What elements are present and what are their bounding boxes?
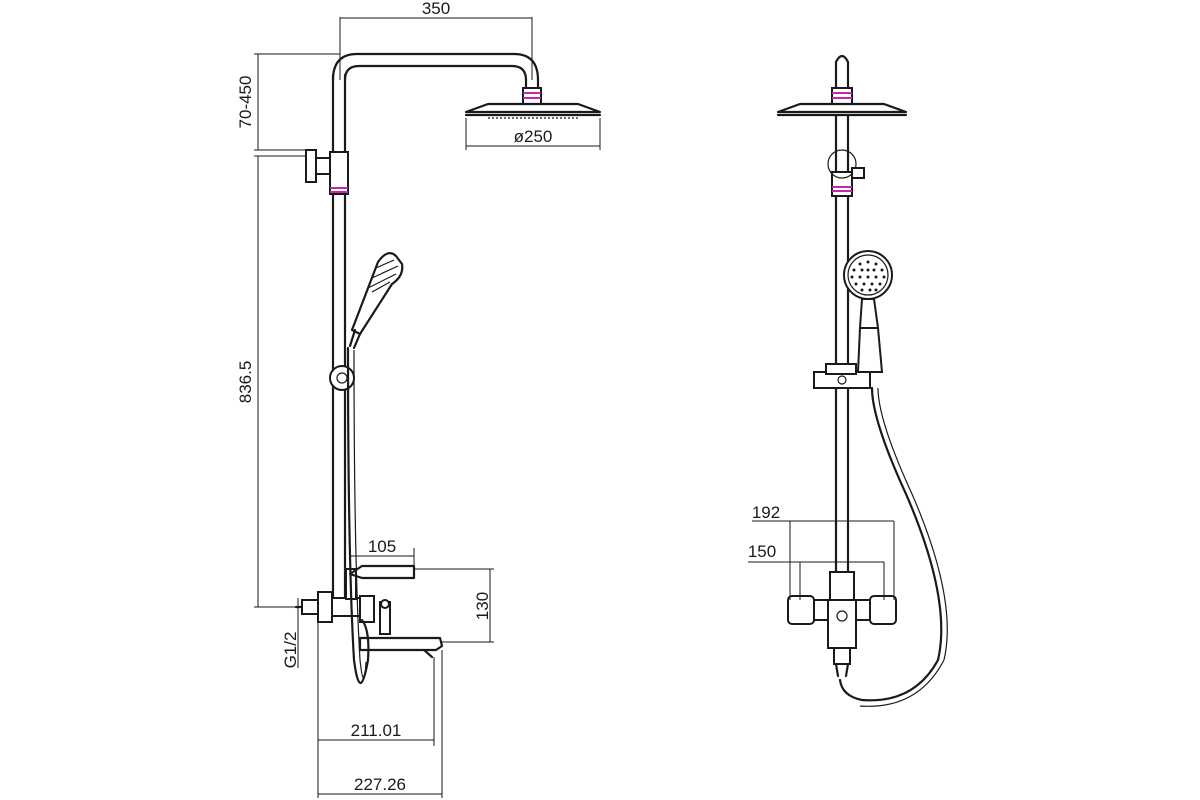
dim-centers-min: 150	[748, 542, 885, 600]
dim-label-head-diameter: ø250	[514, 127, 553, 146]
riser-pipe-front	[827, 113, 865, 574]
dim-label-rail-height: 836.5	[236, 361, 255, 404]
mixer-valve-front	[787, 571, 897, 678]
dim-head-diameter: ø250	[465, 118, 601, 150]
hand-shower-front	[843, 250, 893, 373]
dim-mixer-width: 105	[349, 537, 415, 574]
overhead-arm	[331, 52, 540, 94]
dim-overall-projection: 227.26	[317, 650, 443, 798]
dim-centers-max: 192	[752, 503, 895, 600]
dim-label-spout-projection: 211.01	[351, 721, 402, 740]
dim-spout-projection: 211.01	[317, 622, 435, 746]
rain-shower-head-front	[776, 102, 908, 117]
hand-shower-side	[348, 252, 404, 350]
dim-mixer-height: 130	[414, 568, 494, 643]
dim-label-mixer-width: 105	[368, 537, 396, 556]
hose-front	[838, 386, 948, 707]
wall-bracket-top	[305, 149, 349, 195]
dim-label-height-adjust: 70-450	[236, 76, 255, 129]
hose-side	[346, 346, 370, 684]
side-view: 350 70-450 ø250 836.5 105	[236, 0, 602, 798]
dim-inlet-thread: G1/2	[281, 598, 300, 668]
dim-height-adjust: 70-450	[236, 53, 340, 151]
dim-arm-length: 350	[339, 0, 533, 80]
rain-shower-head-side	[464, 102, 602, 119]
dim-label-mixer-height: 130	[473, 592, 492, 620]
dim-label-inlet-thread: G1/2	[281, 632, 300, 669]
dim-label-arm-length: 350	[422, 0, 450, 18]
slide-holder-front	[813, 363, 871, 389]
dim-label-overall-projection: 227.26	[354, 775, 406, 794]
dim-label-centers-min: 150	[748, 542, 776, 561]
head-connector	[522, 87, 542, 105]
front-view: 192 150	[748, 54, 948, 707]
dim-label-centers-max: 192	[752, 503, 780, 522]
overhead-arm-front	[831, 54, 853, 105]
dim-rail-height: 836.5	[236, 155, 306, 608]
slide-holder-side	[329, 365, 355, 391]
